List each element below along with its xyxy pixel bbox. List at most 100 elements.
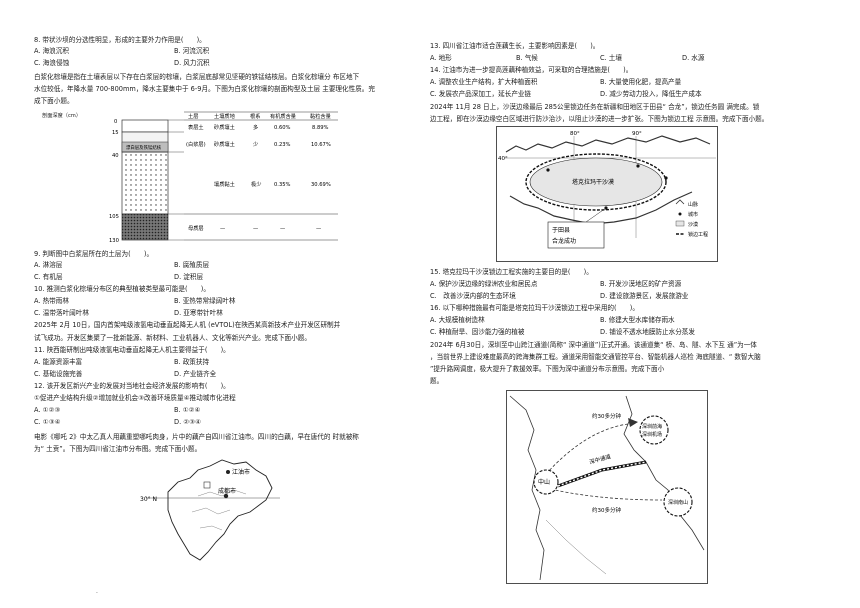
q8-option-a[interactable]: A. 海浪沉积	[34, 47, 69, 55]
q15-option-c[interactable]: C. 改善沙漠内部的生态环境	[430, 292, 516, 300]
label-chengdu: 成都市	[218, 487, 236, 495]
legend-mountain: 山脉	[688, 201, 698, 208]
q11-option-c[interactable]: C. 基础设施完善	[34, 370, 83, 378]
q10-option-c[interactable]: C. 温带落叶阔叶林	[34, 309, 89, 317]
r2-organic: 0.23%	[274, 142, 291, 148]
r4-texture: —	[220, 226, 225, 232]
passage5-line1: 2024年 6月30日，深圳至中山跨江通道(简称“ 深中通道”)正式开通。该通道…	[430, 341, 757, 349]
lat-40: 40°	[498, 156, 508, 162]
r2-texture: 砂质壤土	[214, 140, 235, 148]
q11-option-a[interactable]: A. 能源资源丰富	[34, 358, 83, 366]
q9-option-c[interactable]: C. 有机层	[34, 273, 63, 281]
q16-option-a[interactable]: A. 大规模植树造林	[430, 316, 485, 324]
soil-profile-figure: 剖面深度（cm） 0 15 40 105 130 漂白层及铁锰结核	[34, 108, 340, 246]
q15-option-b[interactable]: B. 开发沙漠地区的矿产资源	[600, 280, 682, 288]
label-bottom-route: 约30多分钟	[592, 506, 621, 514]
bottom-dot: ·	[96, 590, 98, 597]
city-top: 深圳前海	[642, 423, 662, 430]
r1-root: 多	[253, 123, 258, 131]
q15-option-d[interactable]: D. 建设旅游景区，发展旅游业	[600, 292, 689, 300]
q16-option-d[interactable]: D. 铺设不透水地膜防止水分蒸发	[600, 328, 695, 336]
q10-option-b[interactable]: B. 亚热带常绿阔叶林	[174, 297, 236, 305]
q12-option-c[interactable]: C. ①③④	[34, 418, 61, 426]
lat-80: 80°	[570, 131, 580, 137]
callout-line2: 合龙成功	[552, 237, 576, 245]
q10-option-a[interactable]: A. 热带雨林	[34, 297, 69, 305]
legend-city: 城市	[688, 211, 698, 218]
q15-stem: 15. 塔克拉玛干沙漠锁边工程实施的主要目的是( )。	[430, 268, 593, 276]
r3-root: 极少	[251, 180, 261, 188]
q14-option-a[interactable]: A. 调整农业生产结构，扩大种植面积	[430, 78, 538, 86]
label-30n: 30° N	[140, 496, 157, 503]
q8-option-d[interactable]: D. 风力沉积	[174, 59, 210, 67]
legend-desert: 沙漠	[688, 221, 698, 228]
r1-clay: 8.89%	[312, 125, 329, 131]
r4-clay: —	[316, 226, 321, 232]
legend-project: 锁边工程	[688, 231, 708, 238]
hdr-layer: 土层	[188, 112, 198, 120]
r4-organic: —	[280, 226, 285, 232]
city-bottom: 深圳南山	[668, 499, 688, 506]
lon-90: 90°	[632, 131, 642, 137]
label-jiangyou: 江油市	[232, 468, 250, 476]
sichuan-map: 江油市 成都市 30° N	[138, 456, 288, 564]
passage1-line1: 白浆化棕壤是指在土壤表层以下存在白浆层的棕壤，白浆层底部常见坚硬的铁锰结核层。白…	[34, 73, 360, 81]
map2-legend: 山脉 城市 沙漠 锁边工程	[675, 199, 708, 238]
q13-option-d[interactable]: D. 水源	[682, 54, 705, 62]
q16-option-c[interactable]: C. 种植耐旱、固沙能力强的植被	[430, 328, 525, 336]
q10-stem: 10. 推测白浆化棕壤分布区的典型植被类型最可能是( )。	[34, 285, 210, 293]
city-zhongshan: 中山	[538, 478, 550, 486]
q13-option-c[interactable]: C. 土壤	[600, 54, 622, 62]
q8-option-b[interactable]: B. 河流沉积	[174, 47, 210, 55]
r1-layer: 表层土	[188, 123, 204, 131]
q8-stem: 8. 带状沙坝的分选性明显，形成的主要外力作用是( )。	[34, 36, 206, 44]
passage5-line2: ，当前世界上建设难度最高的跨海集群工程。通道采用智能交通管控平台、智能机器人巡检…	[430, 353, 761, 361]
q12-stem: 12. 该开发区新兴产业的发展对当地社会经济发展的影响有( )。	[34, 382, 230, 390]
passage2-line1: 2025年 2月 10日，国内首架吨级液氢电动垂直起降无人机 (eVTOL)在陕…	[34, 321, 341, 329]
q12-option-b[interactable]: B. ①②④	[174, 406, 201, 414]
passage3-line1: 电影《哪吒 2》中太乙真人用藕重塑哪吒肉身，片中的藕产自四川省江油市。四川的白藕…	[34, 433, 359, 441]
desert-label: 塔克拉玛干沙漠	[572, 178, 614, 186]
callout-line1: 于田县	[552, 227, 570, 234]
q11-option-d[interactable]: D. 产业链齐全	[174, 370, 217, 378]
taklamakan-map: 80° 40° 90° 塔克拉玛干沙漠 于田县 合龙成功	[496, 126, 718, 262]
q13-option-a[interactable]: A. 地形	[430, 54, 452, 62]
passage2-line2: 试飞成功。开发区集聚了一批新能源、新材料、工业机器人、文化等新兴产业。完成下面小…	[34, 334, 311, 342]
q16-stem: 16. 以下哪种措施最有可能是塔克拉玛干沙漠锁边工程中采用的( )。	[430, 304, 639, 312]
q12-option-a[interactable]: A. ①②③	[34, 406, 61, 414]
r1-organic: 0.60%	[274, 125, 291, 131]
q15-option-a[interactable]: A. 保护沙漠边缘的绿洲农业和居民点	[430, 280, 538, 288]
q9-option-d[interactable]: D. 淀积层	[174, 273, 204, 281]
q11-option-b[interactable]: B. 政策扶持	[174, 358, 210, 366]
q13-stem: 13. 四川省江油市适合莲藕生长，主要影响因素是( )。	[430, 42, 600, 50]
depth-0: 0	[114, 119, 117, 125]
passage5-line3: ”提升路网调度，极大提升了救援效率。下图为深中通道分布示意图。完成下面小	[430, 365, 665, 373]
q8-option-c[interactable]: C. 海浪侵蚀	[34, 59, 70, 67]
bleach-layer-label: 漂白层及铁锰结核	[126, 144, 162, 151]
q14-option-b[interactable]: B. 大量使用化肥，提高产量	[600, 78, 682, 86]
r2-root: 少	[253, 141, 258, 148]
q14-option-d[interactable]: D. 减少劳动力投入，降低生产成本	[600, 90, 702, 98]
q9-option-a[interactable]: A. 淋溶层	[34, 261, 63, 269]
passage5-line4: 题。	[430, 377, 444, 385]
q9-stem: 9. 判断图中白浆层所在的土层为( )。	[34, 250, 154, 258]
depth-40: 40	[112, 153, 119, 159]
q16-option-b[interactable]: B. 修建大型水库储存雨水	[600, 316, 675, 324]
r2-layer: (白浆层)	[186, 140, 206, 148]
axis-title: 剖面深度（cm）	[42, 111, 81, 119]
q12-option-d[interactable]: D. ②③④	[174, 418, 202, 426]
q14-stem: 14. 江油市为进一步提高莲藕种植效益，可采取的合理措施是( )。	[430, 66, 633, 74]
label-top-route: 约30多分钟	[592, 412, 621, 420]
hdr-clay: 黏粒含量	[310, 112, 331, 120]
q11-stem: 11. 陕西能研制出吨级液氢电动垂直起降无人机主要得益于( )。	[34, 346, 230, 354]
q14-option-c[interactable]: C. 发展农产品深加工，延长产业链	[430, 90, 532, 98]
depth-130: 130	[109, 238, 119, 244]
q10-option-d[interactable]: D. 亚寒带针叶林	[174, 309, 223, 317]
passage1-line2: 水位较低，年降水量 700-800mm，降水主要集中于 6-9月。下图为白浆化棕…	[34, 85, 375, 93]
q13-option-b[interactable]: B. 气候	[516, 54, 538, 62]
q9-option-b[interactable]: B. 腐殖质层	[174, 261, 210, 269]
city-shenzhen-airport: 深圳机场	[642, 431, 662, 438]
passage3-line2: 为“ 土贡”。下图为四川省江油市分布图。完成下面小题。	[34, 445, 202, 453]
depth-15: 15	[112, 130, 119, 136]
q12-items: ①促进产业结构升级②增加就业机会③改善环境质量④推动城市化进程	[34, 394, 236, 402]
